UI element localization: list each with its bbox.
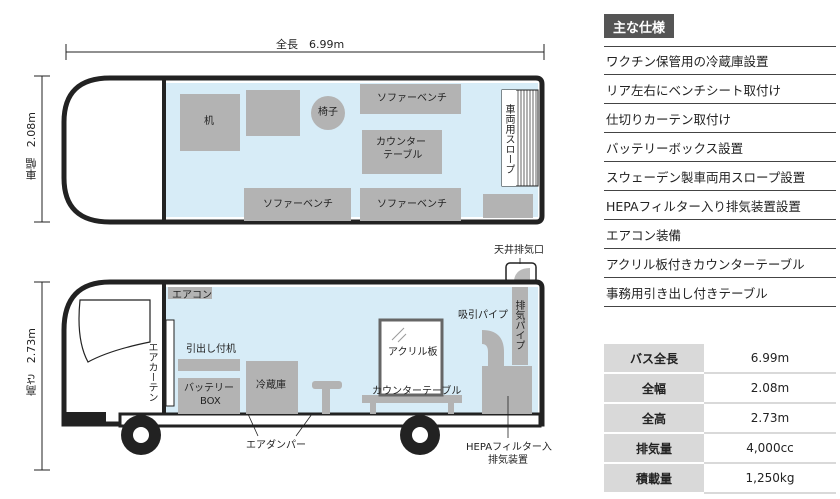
suction-pipe <box>482 330 504 366</box>
aircon-unit <box>168 287 212 299</box>
aircon-label: エアコン <box>172 290 212 301</box>
hepa-unit <box>482 366 532 414</box>
spec-key: バス全長 <box>604 344 704 374</box>
sofa-bottom-right <box>360 188 461 221</box>
spec-value: 4,000cc <box>704 433 836 464</box>
height-label: 高さ 2.73m <box>25 328 38 397</box>
spec-key: 排気量 <box>604 433 704 464</box>
sofa-bottom-right-label: ソファーベンチ <box>377 199 447 210</box>
roof-vent-label: 天井排気口 <box>494 245 544 256</box>
acrylic-panel <box>378 318 444 397</box>
desk-side-block <box>246 90 300 136</box>
chair-label: 椅子 <box>318 107 338 118</box>
fridge-label: 冷蔵庫 <box>256 380 286 391</box>
feature-item: ワクチン保管用の冷蔵庫設置 <box>604 46 836 75</box>
stool-seat <box>312 381 342 389</box>
chair <box>311 96 345 130</box>
spec-key: 全高 <box>604 403 704 434</box>
feature-item: 事務用引き出し付きテーブル <box>604 278 836 307</box>
sofa-bottom-left <box>244 188 351 221</box>
drawer-desk <box>178 359 240 371</box>
air-damper-label: エアダンパー <box>246 440 306 451</box>
length-label: 全長 6.99m <box>276 38 345 51</box>
feature-item: リア左右にベンチシート取付け <box>604 75 836 104</box>
bus-top-view <box>34 44 545 471</box>
counter-table-label: カウンターテーブル <box>372 386 462 397</box>
sofa-top-label: ソファーベンチ <box>377 93 447 104</box>
spec-key: 全幅 <box>604 373 704 404</box>
bumper <box>66 412 106 426</box>
fridge <box>246 361 298 414</box>
counter-table <box>362 130 442 174</box>
air-curtain-label: エアカーテン <box>146 342 157 402</box>
hepa-label-2: 排気装置 <box>488 455 528 466</box>
feature-item: 仕切りカーテン取付け <box>604 104 836 133</box>
feature-item: アクリル板付きカウンターテーブル <box>604 249 836 278</box>
battery-box <box>178 378 240 414</box>
drawer-label: 引出し付机 <box>186 344 236 355</box>
sofa-top <box>360 84 461 114</box>
counter-label-1: カウンター <box>376 137 426 148</box>
feature-item: バッテリーボックス設置 <box>604 133 836 162</box>
hepa-label-1: HEPAフィルター入 <box>466 442 552 453</box>
acrylic-label: アクリル板 <box>388 347 438 358</box>
feature-item: スウェーデン製車両用スロープ設置 <box>604 162 836 191</box>
windshield <box>78 299 151 363</box>
spec-value: 1,250kg <box>704 463 836 494</box>
desk-label: 机 <box>204 116 214 127</box>
desk <box>180 94 240 151</box>
sofa-bottom-left-label: ソファーベンチ <box>263 199 333 210</box>
counter-table-side <box>362 395 462 403</box>
spec-value: 6.99m <box>704 344 836 374</box>
width-label: 車幅 2.08m <box>25 112 38 181</box>
feature-item: エアコン装備 <box>604 220 836 249</box>
battery-label-1: バッテリー <box>184 383 234 394</box>
spec-value: 2.73m <box>704 403 836 434</box>
spec-value: 2.08m <box>704 373 836 404</box>
battery-label-2: BOX <box>200 396 221 407</box>
air-curtain <box>165 319 175 407</box>
features-heading: 主な仕様 <box>604 14 674 38</box>
exhaust-pipe-label: 排気パイプ <box>513 300 524 350</box>
small-block <box>483 194 533 218</box>
suction-pipe-label: 吸引パイプ <box>458 310 508 321</box>
spec-key: 積載量 <box>604 463 704 494</box>
counter-label-2: テーブル <box>383 150 423 161</box>
exhaust-pipe <box>512 287 528 365</box>
slope-label: 車両用スロープ <box>503 104 514 174</box>
feature-item: HEPAフィルター入り排気装置設置 <box>604 191 836 220</box>
